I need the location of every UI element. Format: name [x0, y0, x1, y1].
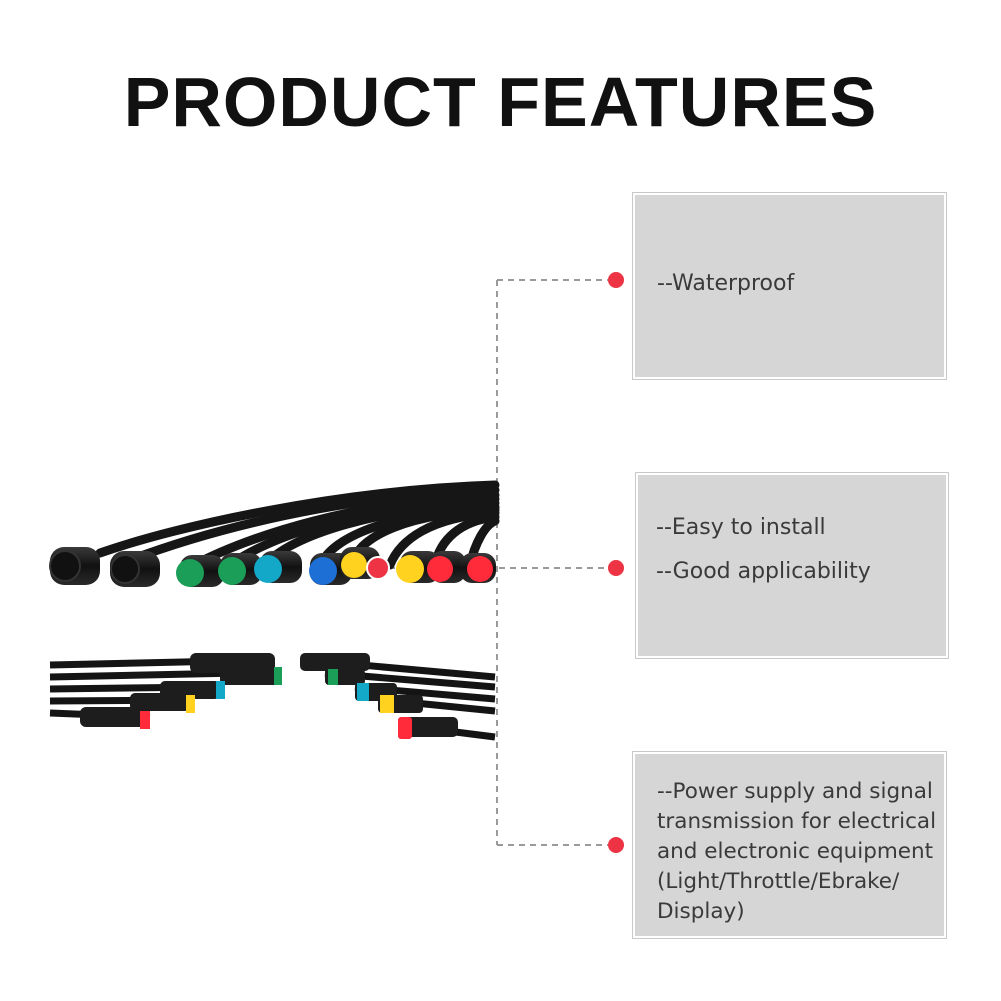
feature-text: Display) [657, 899, 745, 924]
feature-text: --Waterproof [657, 271, 795, 296]
feature-text: --Good applicability [656, 559, 871, 584]
feature-text: and electronic equipment [657, 839, 934, 864]
lower-right-connectors [300, 653, 496, 741]
feature-box-waterproof: --Waterproof [633, 193, 946, 379]
feature-text: --Easy to install [656, 515, 826, 540]
feature-box-power-supply: --Power supply and signal transmission f… [633, 752, 946, 938]
feature-text: (Light/Throttle/Ebrake/ [657, 869, 900, 894]
feature-text: transmission for electrical [657, 809, 937, 834]
feature-text: --Power supply and signal [657, 779, 933, 804]
cable-connectors-photo [49, 480, 500, 741]
upper-connector-row [49, 547, 496, 587]
lower-left-connectors [49, 653, 282, 729]
page-title: PRODUCT FEATURES [123, 63, 878, 141]
feature-box-install: --Easy to install --Good applicability [636, 473, 948, 658]
